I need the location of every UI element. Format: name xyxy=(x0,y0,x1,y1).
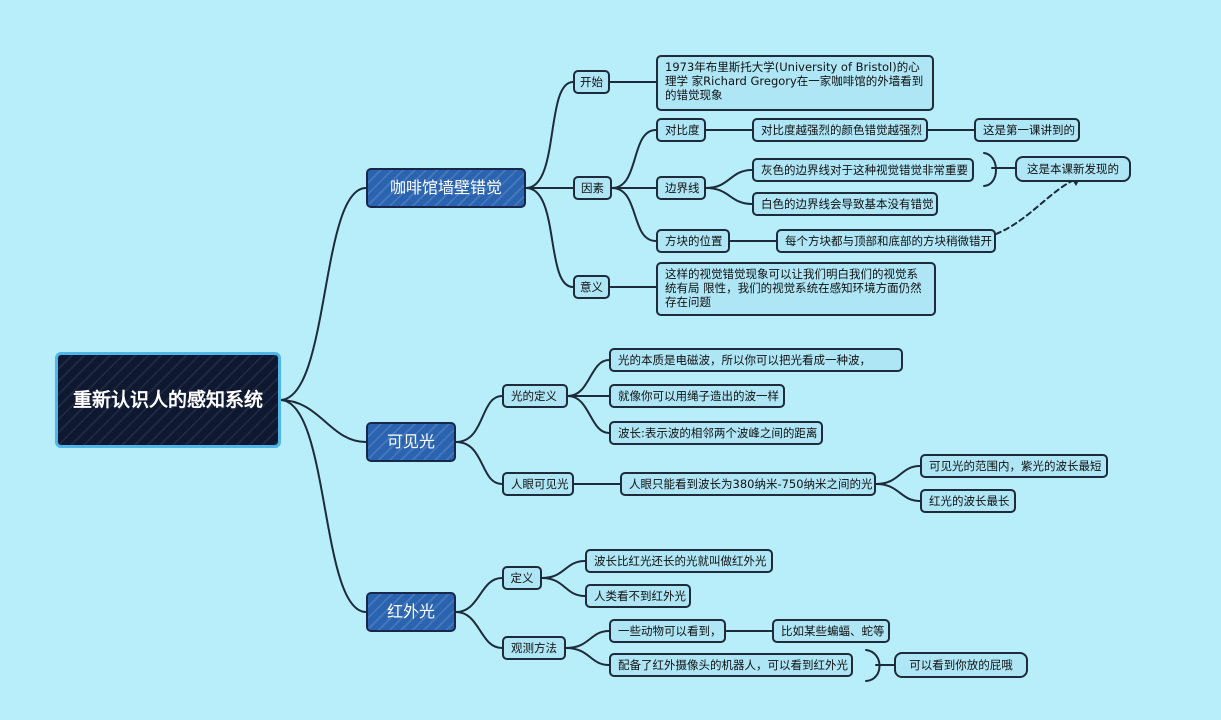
node-light-def-3[interactable]: 波长:表示波的相邻两个波峰之间的距离 xyxy=(609,421,823,445)
branch-cafe-wall-illusion[interactable]: 咖啡馆墙壁错觉 xyxy=(366,168,526,208)
node-start[interactable]: 开始 xyxy=(573,70,610,94)
root-topic[interactable]: 重新认识人的感知系统 xyxy=(55,352,281,448)
node-eye-range[interactable]: 人眼只能看到波长为380纳米-750纳米之间的光 xyxy=(620,472,876,496)
node-start-text[interactable]: 1973年布里斯托大学(University of Bristol)的心理学 家… xyxy=(656,55,934,111)
node-contrast[interactable]: 对比度 xyxy=(656,118,706,142)
node-meaning[interactable]: 意义 xyxy=(573,275,610,299)
node-violet-shortest[interactable]: 可见光的范围内，紫光的波长最短 xyxy=(920,454,1108,478)
node-light-def-1[interactable]: 光的本质是电磁波，所以你可以把光看成一种波， xyxy=(609,348,903,372)
node-border[interactable]: 边界线 xyxy=(656,176,706,200)
node-obs-animals-example[interactable]: 比如某些蝙蝠、蛇等 xyxy=(772,619,890,643)
node-ir-def-1[interactable]: 波长比红光还长的光就叫做红外光 xyxy=(585,549,773,573)
node-contrast-note[interactable]: 这是第一课讲到的 xyxy=(974,118,1080,142)
node-border-gray[interactable]: 灰色的边界线对于这种视觉错觉非常重要 xyxy=(752,158,974,182)
node-new-note[interactable]: 这是本课新发现的 xyxy=(1015,156,1131,182)
node-obs-robot[interactable]: 配备了红外摄像头的机器人，可以看到红外光 xyxy=(609,653,853,677)
branch-infrared-light[interactable]: 红外光 xyxy=(366,592,456,632)
node-contrast-text[interactable]: 对比度越强烈的颜色错觉越强烈 xyxy=(752,118,928,142)
node-ir-definition[interactable]: 定义 xyxy=(502,566,542,590)
node-position-text[interactable]: 每个方块都与顶部和底部的方块稍微错开 xyxy=(776,229,996,253)
node-obs-robot-note[interactable]: 可以看到你放的屁哦 xyxy=(894,652,1028,678)
node-position[interactable]: 方块的位置 xyxy=(656,229,730,253)
node-light-def-2[interactable]: 就像你可以用绳子造出的波一样 xyxy=(609,384,785,408)
node-obs-animals[interactable]: 一些动物可以看到， xyxy=(609,619,726,643)
branch-visible-light[interactable]: 可见光 xyxy=(366,422,456,462)
node-red-longest[interactable]: 红光的波长最长 xyxy=(920,489,1016,513)
node-light-definition[interactable]: 光的定义 xyxy=(502,384,568,408)
node-border-white[interactable]: 白色的边界线会导致基本没有错觉 xyxy=(752,192,938,216)
node-eye-visible[interactable]: 人眼可见光 xyxy=(502,472,574,496)
node-observation[interactable]: 观测方法 xyxy=(502,636,566,660)
node-factors[interactable]: 因素 xyxy=(573,176,612,200)
node-meaning-text[interactable]: 这样的视觉错觉现象可以让我们明白我们的视觉系统有局 限性，我们的视觉系统在感知环… xyxy=(656,262,936,316)
node-ir-def-2[interactable]: 人类看不到红外光 xyxy=(585,584,691,608)
